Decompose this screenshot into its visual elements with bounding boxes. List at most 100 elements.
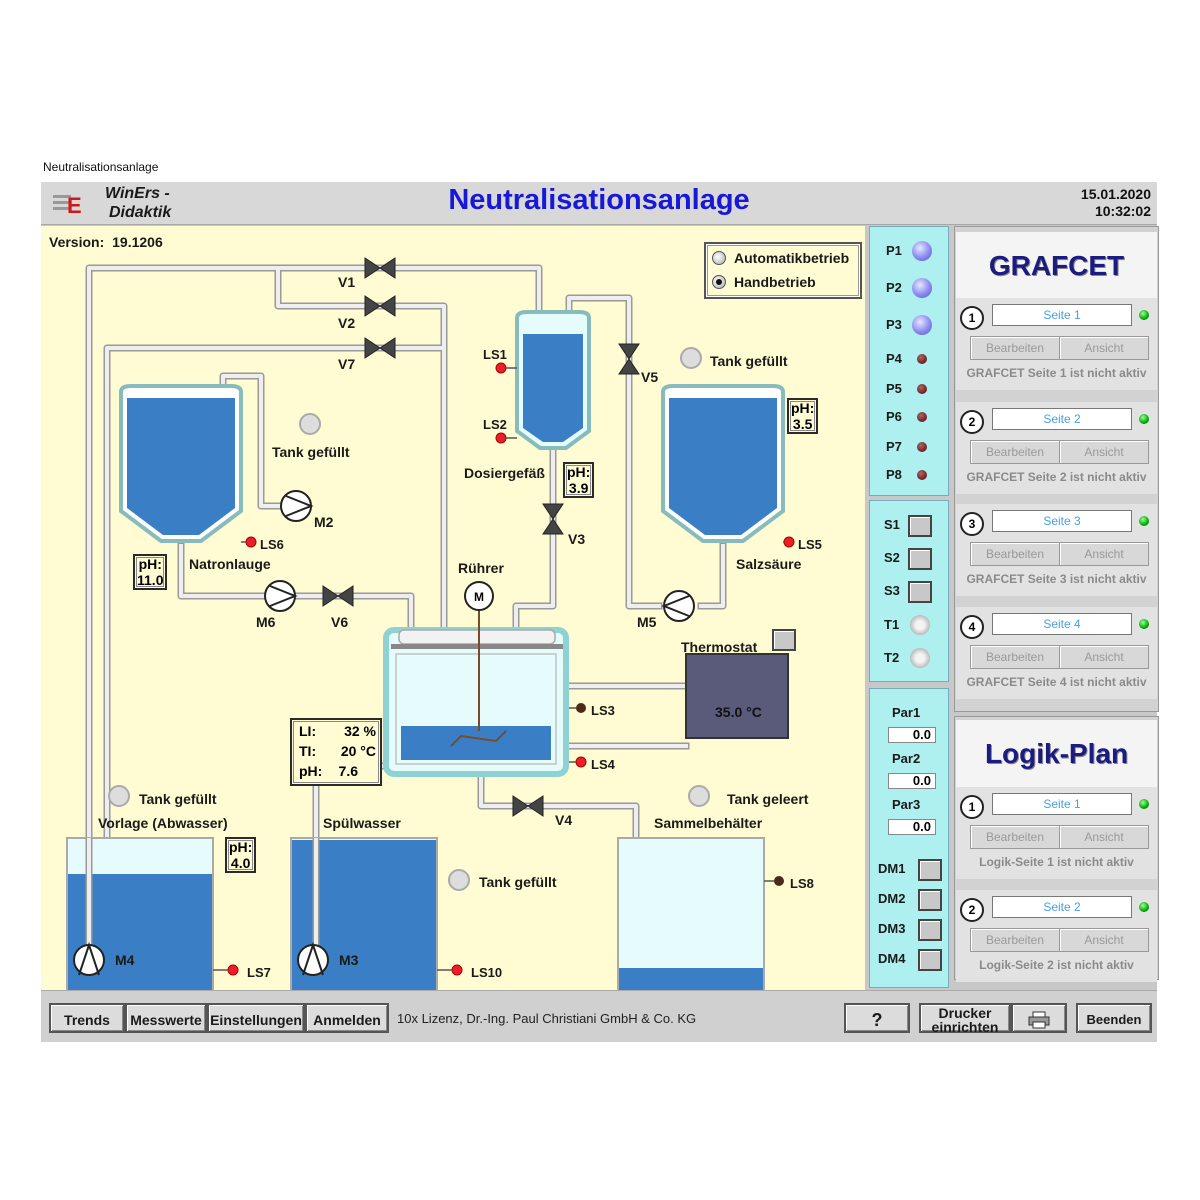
pump-m5-icon (661, 590, 695, 622)
grafcet-page-1-status: GRAFCET Seite 1 ist nicht aktiv (966, 366, 1147, 380)
thermostat-switch[interactable] (772, 629, 796, 651)
help-button[interactable]: ? (844, 1003, 910, 1033)
grafcet-page-3-status-led-icon (1139, 516, 1149, 526)
pump-m4-icon (73, 941, 105, 976)
valve-v1-label[interactable]: V1 (338, 274, 356, 290)
mode-auto[interactable]: Automatikbetrieb (712, 250, 849, 266)
stirrer-motor-label: M (474, 590, 484, 604)
tank-full-lamp-spuelwasser-icon (448, 869, 470, 891)
dm-4-switch[interactable] (918, 949, 942, 971)
label-salzsaeure: Salzsäure (736, 556, 802, 572)
grafcet-page-4-edit-button[interactable]: Bearbeiten (970, 645, 1060, 669)
dm-2-switch[interactable] (918, 889, 942, 911)
input-s1-switch[interactable] (908, 515, 932, 537)
pump-m2-label[interactable]: M2 (314, 514, 334, 530)
messwerte-button[interactable]: Messwerte (125, 1003, 207, 1033)
grafcet-page-1-status-led-icon (1139, 310, 1149, 320)
input-s3-label: S3 (884, 583, 900, 598)
pump-m6-label[interactable]: M6 (256, 614, 276, 630)
svg-text:E: E (67, 193, 82, 216)
logik-page-2-edit-button[interactable]: Bearbeiten (970, 928, 1060, 952)
mode-hand[interactable]: Handbetrieb (712, 274, 816, 290)
tank-full-label-salzsaeure: Tank gefüllt (710, 353, 788, 369)
dm-1-switch[interactable] (918, 859, 942, 881)
mode-hand-radio[interactable] (712, 275, 726, 289)
valve-v4-label[interactable]: V4 (555, 812, 573, 828)
grafcet-page-2-edit-button[interactable]: Bearbeiten (970, 440, 1060, 464)
grafcet-page-2-view-button[interactable]: Ansicht (1059, 440, 1149, 464)
param-1-label: Par1 (892, 705, 921, 720)
output-p1-lamp-icon (912, 241, 932, 261)
anmelden-button[interactable]: Anmelden (305, 1003, 389, 1033)
help-icon: ? (871, 1010, 883, 1030)
piping-svg: M (66, 257, 795, 990)
param-2-input[interactable]: 0.0 (888, 773, 936, 789)
label-natronlauge: Natronlauge (189, 556, 271, 572)
input-s2-switch[interactable] (908, 548, 932, 570)
footer-bar: Trends Messwerte Einstellungen Anmelden … (41, 990, 1157, 1042)
trends-button[interactable]: Trends (49, 1003, 125, 1033)
valve-v6-label[interactable]: V6 (331, 614, 349, 630)
logik-page-1-edit-button[interactable]: Bearbeiten (970, 825, 1060, 849)
param-1-input[interactable]: 0.0 (888, 727, 936, 743)
pump-m3-label[interactable]: M3 (339, 952, 359, 968)
grafcet-page-4-name[interactable]: Seite 4 (992, 613, 1132, 635)
grafcet-page-1-name[interactable]: Seite 1 (992, 304, 1132, 326)
input-s2-label: S2 (884, 550, 900, 565)
input-t1-button[interactable] (910, 615, 930, 635)
grafcet-page-2-name[interactable]: Seite 2 (992, 408, 1132, 430)
brand: WinErs -Didaktik (105, 185, 172, 221)
print-button[interactable] (1011, 1003, 1067, 1033)
grafcet-page-3-name[interactable]: Seite 3 (992, 510, 1132, 532)
label-thermostat: Thermostat (681, 639, 758, 655)
input-t2-button[interactable] (910, 648, 930, 668)
valve-v4-icon (512, 795, 544, 817)
logik-page-2-view-button[interactable]: Ansicht (1059, 928, 1149, 952)
label-vorlage: Vorlage (Abwasser) (98, 815, 228, 831)
grafcet-page-2-number: 2 (960, 410, 984, 434)
grafcet-title: GRAFCET (956, 232, 1157, 300)
grafcet-page-3-status: GRAFCET Seite 3 ist nicht aktiv (966, 572, 1147, 586)
valve-v7-label[interactable]: V7 (338, 356, 356, 372)
valve-v2-label[interactable]: V2 (338, 315, 356, 331)
grafcet-page-1-number: 1 (960, 306, 984, 330)
grafcet-page-3-edit-button[interactable]: Bearbeiten (970, 542, 1060, 566)
label-spuelwasser: Spülwasser (323, 815, 401, 831)
pump-m4-label[interactable]: M4 (115, 952, 135, 968)
app-window: E WinErs -Didaktik Neutralisationsanlage… (41, 182, 1159, 1042)
param-2-label: Par2 (892, 751, 921, 766)
grafcet-page-1-view-button[interactable]: Ansicht (1059, 336, 1149, 360)
grafcet-page-4-view-button[interactable]: Ansicht (1059, 645, 1149, 669)
label-sammelbehaelter: Sammelbehälter (654, 815, 763, 831)
reactor-liquid (401, 726, 551, 760)
valve-v3-label[interactable]: V3 (568, 531, 586, 547)
valve-v5-label[interactable]: V5 (641, 369, 659, 385)
input-s1-label: S1 (884, 517, 900, 532)
grafcet-page-4-status-led-icon (1139, 619, 1149, 629)
output-p5-lamp-icon (917, 384, 927, 394)
input-s3-switch[interactable] (908, 581, 932, 603)
sensor-ls1-icon (495, 362, 507, 374)
einstellungen-button[interactable]: Einstellungen (207, 1003, 305, 1033)
logik-page-2-status: Logik-Seite 2 ist nicht aktiv (979, 958, 1134, 972)
pump-m5-label[interactable]: M5 (637, 614, 657, 630)
logik-title: Logik-Plan (956, 720, 1157, 788)
sensor-ls3-icon (576, 703, 586, 713)
param-3-input[interactable]: 0.0 (888, 819, 936, 835)
dm-3-switch[interactable] (918, 919, 942, 941)
license-text: 10x Lizenz, Dr.-Ing. Paul Christiani Gmb… (397, 1011, 697, 1026)
logik-page-1-view-button[interactable]: Ansicht (1059, 825, 1149, 849)
grafcet-page-3-view-button[interactable]: Ansicht (1059, 542, 1149, 566)
valve-v6-icon (322, 585, 354, 607)
grafcet-page-1-edit-button[interactable]: Bearbeiten (970, 336, 1060, 360)
beenden-button[interactable]: Beenden (1076, 1003, 1152, 1033)
logik-page-2-name[interactable]: Seite 2 (992, 896, 1132, 918)
tank-full-lamp-vorlage-icon (108, 785, 130, 807)
grafcet-page-2-status-led-icon (1139, 414, 1149, 424)
logik-page-1-name[interactable]: Seite 1 (992, 793, 1132, 815)
valve-v1-icon (364, 257, 396, 279)
mode-auto-radio[interactable] (712, 251, 726, 265)
